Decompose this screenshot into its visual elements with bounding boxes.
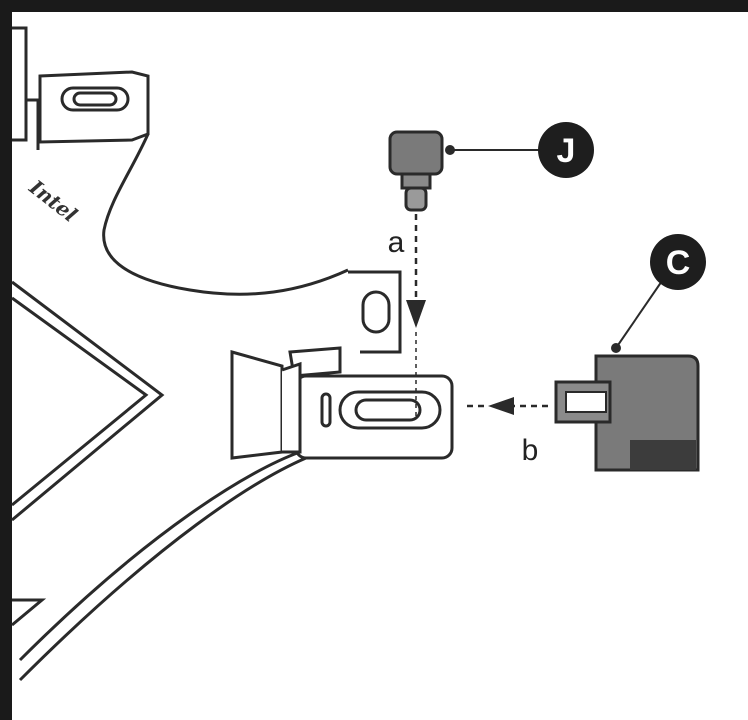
callout-j-label: J <box>557 132 576 170</box>
intel-logo: Intel <box>24 174 82 227</box>
callout-c-label: C <box>666 244 691 282</box>
callout-c: C <box>611 234 706 353</box>
screw-part <box>388 130 444 212</box>
left-bracket <box>11 26 349 627</box>
callout-j: J <box>445 122 594 178</box>
arrow-b <box>462 397 548 415</box>
frame-left-border <box>0 0 12 720</box>
main-bracket <box>18 270 454 682</box>
step-a-label: a <box>388 226 405 259</box>
connector-part <box>554 354 700 472</box>
arrow-a <box>406 214 426 420</box>
frame-top-border <box>0 0 748 12</box>
step-b-label: b <box>522 434 539 467</box>
